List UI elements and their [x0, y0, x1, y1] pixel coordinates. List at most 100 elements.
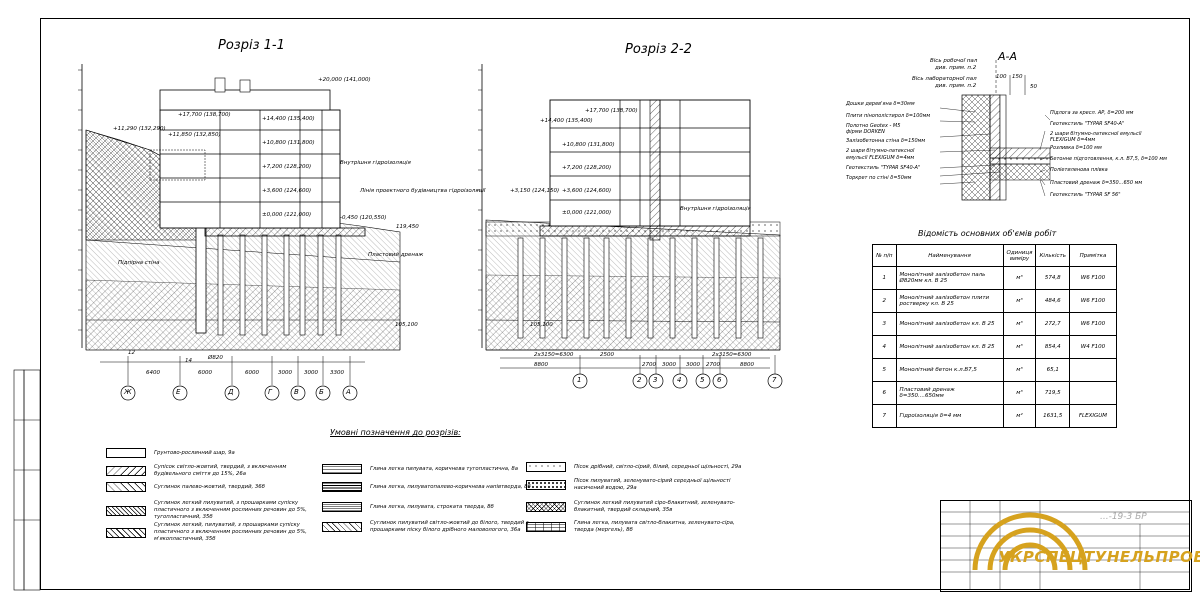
axis-label: 4: [677, 376, 682, 384]
dim-label: 6400: [146, 370, 160, 376]
axis-label: 1: [577, 376, 582, 384]
axis-label: Е: [176, 388, 181, 396]
note-label: Підпірна стіна: [118, 260, 160, 266]
table-header: Одиниця виміру: [1002, 244, 1037, 267]
note-label: Лінія проектного будівництва гідроізоляц…: [360, 188, 486, 194]
legend-swatch: [106, 527, 146, 538]
dim-label: 2500: [600, 352, 614, 358]
legend-item: Суглинок легкий пилуватий сіро-блакитний…: [526, 500, 744, 514]
legend-text: Суглинок легкий пилуватий сіро-блакитний…: [574, 500, 735, 513]
table-cell: Монолітний бетон к.л.В7,5: [895, 358, 1004, 382]
axis-note: див. прим. п.2: [935, 65, 977, 71]
dim-label: 3000: [278, 370, 292, 376]
table-cell: Монолітний залізобетон кл. В 25: [895, 312, 1004, 336]
legend-item: Пісок пилуватий, зеленувато-сірий середн…: [526, 478, 744, 492]
table-cell: м³: [1002, 358, 1037, 382]
dim-label: 2х3150=6300: [534, 352, 574, 358]
layer-label: 2 шари бітумно-латексної емульсії: [1050, 131, 1142, 137]
legend-text: Глина легка, пилувата, строката тверда, …: [370, 503, 494, 510]
legend-item: Глина легка, пилувата світло-блакитна, з…: [526, 520, 744, 534]
level-label: +10,800 (131,800): [262, 140, 315, 146]
table-cell: 3: [872, 312, 897, 336]
layer-label: FLEXIGUM δ=4мм: [1050, 137, 1096, 143]
legend-swatch: [322, 464, 362, 474]
table-cell: 1: [872, 266, 897, 290]
level-label: +3,600 (124,600): [562, 188, 612, 194]
legend-item: Глина легка, пилувата, строката тверда, …: [322, 502, 540, 512]
level-label: +3,150 (124,150): [510, 188, 560, 194]
legend-swatch: [526, 502, 566, 512]
legend-text: Супісок світло-жовтий, твердий, з включе…: [154, 464, 287, 477]
legend-title: Умовні позначення до розрізів:: [330, 428, 461, 437]
level-label: 119,450: [396, 224, 419, 230]
dim-label: 3000: [686, 362, 700, 368]
table-cell: W6 F100: [1068, 312, 1117, 336]
legend-item: Суглинок легкий, пилуватий, з прошарками…: [106, 522, 324, 543]
layer-label: Геотекстиль "TYPAR SF40-A": [1050, 121, 1125, 127]
axis-label: 3: [653, 376, 658, 384]
legend-item: Глина легка, пилуватопалево-коричнева на…: [322, 482, 540, 492]
table-row: 5 Монолітний бетон к.л.В7,5 м³ 65,1: [872, 358, 1117, 382]
layer-label: Полотно Geotex - M5: [846, 123, 901, 129]
dim-label: 50: [1030, 84, 1037, 90]
level-label: +11,290 (132,290): [113, 126, 166, 132]
level-label: +17,700 (138,700): [178, 112, 231, 118]
table-cell: м³: [1002, 312, 1037, 336]
table-cell: 4: [872, 335, 897, 359]
table-row: 7 Гідроізоляція δ=4 мм м² 1631,5 FLEXIGU…: [872, 404, 1117, 428]
table-cell: W6 F100: [1068, 289, 1117, 313]
layer-label: Геотекстиль "TYPAR SF40-A": [846, 165, 921, 171]
axis-label: 7: [772, 376, 777, 384]
axis-label: В: [294, 388, 299, 396]
legend-swatch: [106, 505, 146, 516]
legend-item: Пісок дрібний, світло-сірий, білий, сере…: [526, 462, 744, 472]
legend-item: Грунтово-рослинний шар, 9а: [106, 448, 324, 458]
legend-text: Грунтово-рослинний шар, 9а: [154, 449, 235, 456]
table-cell: м³: [1002, 289, 1037, 313]
level-label: +10,800 (131,800): [562, 142, 615, 148]
level-label: +17,700 (138,700): [585, 108, 638, 114]
drawing-frame: [40, 18, 1190, 590]
dim-label: 6000: [198, 370, 212, 376]
legend-swatch: [106, 466, 146, 476]
table-cell: W6 F100: [1068, 266, 1117, 290]
level-label: 105,100: [395, 322, 418, 328]
layer-label: 2 шари бітумно-латексної: [846, 148, 915, 154]
table-header: № п/п: [872, 244, 897, 267]
table-cell: W4 F100: [1068, 335, 1117, 359]
note-label: Пластовий дренаж: [368, 252, 424, 258]
layer-label: Залізобетонна стіна δ=150мм: [846, 138, 926, 144]
layer-label: емульсії FLEXIGUM δ=4мм: [846, 155, 915, 161]
dim-label: 2700: [706, 362, 720, 368]
legend-swatch: [526, 480, 566, 490]
dim-label: 2х3150=6300: [712, 352, 752, 358]
legend-swatch: [526, 462, 566, 472]
note-label: 14: [185, 358, 192, 364]
dim-label: 8800: [534, 362, 548, 368]
table-row: 4 Монолітний залізобетон кл. В 25 м³ 854…: [872, 335, 1117, 359]
layer-label: Поліетиленова плівка: [1050, 167, 1108, 173]
table-cell: 272,7: [1035, 312, 1070, 336]
dim-label: 2700: [642, 362, 656, 368]
layer-label: фірми DORKEN: [846, 129, 885, 135]
level-label: ±0,000 (121,000): [262, 212, 312, 218]
axis-label: Г: [268, 388, 272, 396]
legend-text: Суглинок палево-жовтий, твердий, 36б: [154, 483, 265, 490]
title-block: [940, 500, 1192, 592]
layer-label: Плити пінополістирол δ=100мм: [846, 113, 931, 119]
table-row: 3 Монолітний залізобетон кл. В 25 м³ 272…: [872, 312, 1117, 336]
legend-item: Суглинок легкий пилуватий, з прошарками …: [106, 500, 324, 521]
layer-label: Бетонне підготовлення, к.л. В7,5, δ=100 …: [1050, 156, 1167, 162]
level-label: +20,000 (141,000): [318, 77, 371, 83]
axis-label: 6: [717, 376, 722, 384]
table-cell: 1631,5: [1035, 404, 1070, 428]
legend-item: Суглинок палево-жовтий, твердий, 36б: [106, 482, 324, 492]
table-cell: 574,8: [1035, 266, 1070, 290]
axis-note: Вісь лабораторної пал: [912, 76, 977, 82]
legend-text: Глина легка, пилувата світло-блакитна, з…: [574, 520, 735, 533]
axis-label: Ж: [124, 388, 132, 396]
axis-label: 2: [637, 376, 642, 384]
table-cell: Монолітний залізобетон паль Ø820мм кл. В…: [895, 266, 1004, 290]
note-label: 12: [128, 350, 135, 356]
